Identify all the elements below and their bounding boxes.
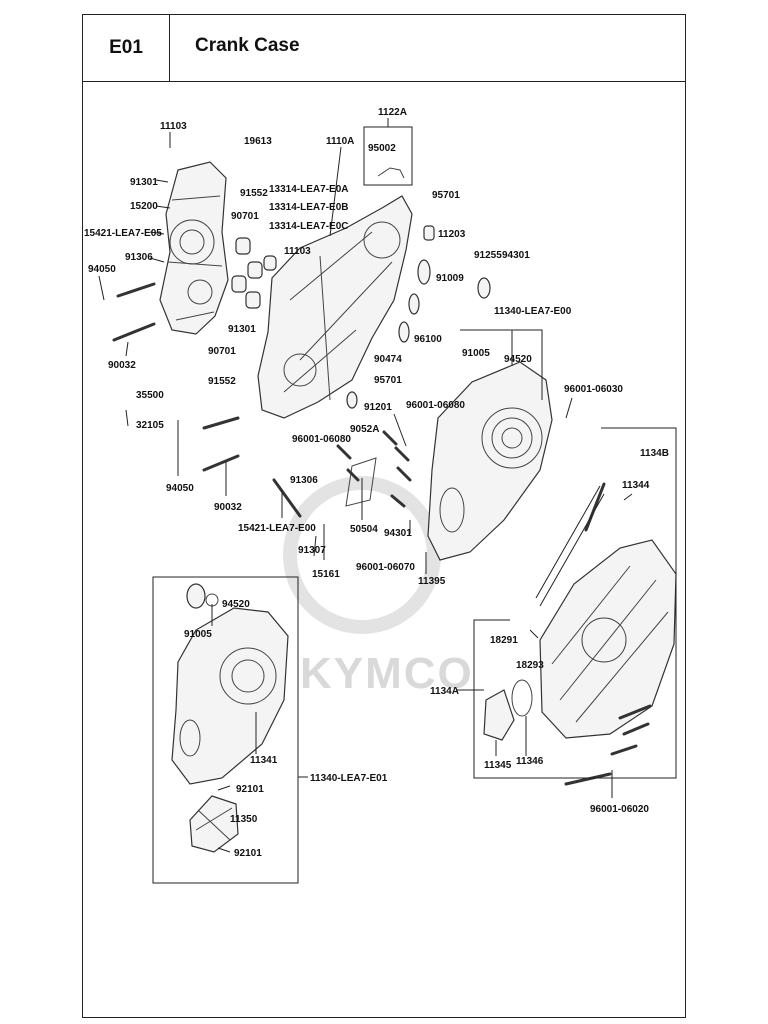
label-91552-b: 91552 bbox=[208, 376, 236, 387]
label-1122a: 1122A bbox=[378, 107, 407, 118]
cover-11341 bbox=[171, 583, 289, 785]
part-labels: 1122A 11103 19613 1110A 95002 91301 9155… bbox=[84, 107, 669, 859]
label-94050-b: 94050 bbox=[166, 483, 194, 494]
label-94520-b: 94520 bbox=[222, 599, 250, 610]
section-title: Crank Case bbox=[195, 35, 300, 56]
label-11103-b: 11103 bbox=[284, 246, 311, 257]
label-91005: 91005 bbox=[462, 348, 490, 359]
label-13314-lea7-e0a: 13314-LEA7-E0A bbox=[269, 184, 348, 195]
label-96001-06080: 96001-06080 bbox=[406, 400, 465, 411]
long-bolts-right bbox=[535, 482, 652, 786]
crankcase-cover-11395 bbox=[427, 361, 553, 561]
label-11345: 11345 bbox=[484, 760, 512, 771]
label-11350: 11350 bbox=[230, 814, 258, 825]
label-94301-b: 94301 bbox=[384, 528, 412, 539]
label-91306: 91306 bbox=[125, 252, 153, 263]
plate-11350 bbox=[189, 795, 239, 853]
label-11341: 11341 bbox=[250, 755, 278, 766]
bracket-1134 bbox=[473, 427, 677, 779]
label-94050: 94050 bbox=[88, 264, 116, 275]
label-91552: 91552 bbox=[240, 188, 268, 199]
label-11340-lea7-e00: 11340-LEA7-E00 bbox=[494, 306, 572, 317]
label-11340-lea7-e01: 11340-LEA7-E01 bbox=[310, 773, 388, 784]
label-32105: 32105 bbox=[136, 420, 164, 431]
label-91009: 91009 bbox=[436, 273, 464, 284]
transmission-cover-1134b bbox=[539, 539, 677, 739]
label-91201: 91201 bbox=[364, 402, 392, 413]
label-96001-06030: 96001-06030 bbox=[564, 384, 623, 395]
label-95701: 95701 bbox=[432, 190, 460, 201]
section-code: E01 bbox=[83, 15, 170, 81]
label-91301: 91301 bbox=[130, 177, 158, 188]
page-header: E01 Crank Case bbox=[82, 14, 686, 82]
label-35500: 35500 bbox=[136, 390, 164, 401]
label-92101-b: 92101 bbox=[234, 848, 262, 859]
label-15161: 15161 bbox=[312, 569, 340, 580]
label-90701-b: 90701 bbox=[208, 346, 236, 357]
label-94301: 94301 bbox=[502, 250, 530, 261]
label-96001-06070: 96001-06070 bbox=[356, 562, 415, 573]
label-96100: 96100 bbox=[414, 334, 442, 345]
label-91005-b: 91005 bbox=[184, 629, 212, 640]
bearing-stack bbox=[231, 237, 277, 309]
seals bbox=[346, 225, 491, 409]
label-90032-b: 90032 bbox=[214, 502, 242, 513]
left-crankcase-half bbox=[159, 161, 229, 335]
label-19613: 19613 bbox=[244, 136, 272, 147]
label-18293: 18293 bbox=[516, 660, 544, 671]
label-15421-lea7-e05: 15421-LEA7-E05 bbox=[84, 228, 162, 239]
label-11346: 11346 bbox=[516, 756, 544, 767]
diagram-frame bbox=[82, 82, 686, 1018]
kit-box-1122a bbox=[363, 126, 413, 186]
bracket-11340-e00 bbox=[460, 329, 543, 400]
label-11203: 11203 bbox=[438, 229, 466, 240]
intake-parts-1134a bbox=[483, 679, 533, 741]
small-bolts-centre bbox=[336, 430, 412, 508]
label-90032: 90032 bbox=[108, 360, 136, 371]
label-1134b: 1134B bbox=[640, 448, 669, 459]
label-92101: 92101 bbox=[236, 784, 264, 795]
label-91307: 91307 bbox=[298, 545, 326, 556]
label-90701: 90701 bbox=[231, 211, 259, 222]
label-18291: 18291 bbox=[490, 635, 518, 646]
leader-lines bbox=[98, 132, 633, 853]
label-90474: 90474 bbox=[374, 354, 402, 365]
label-50504: 50504 bbox=[350, 524, 378, 535]
label-11103: 11103 bbox=[160, 121, 187, 132]
label-9052a: 9052A bbox=[350, 424, 379, 435]
label-1134a: 1134A bbox=[430, 686, 459, 697]
label-91255: 91255 bbox=[474, 250, 502, 261]
label-13314-lea7-e0c: 13314-LEA7-E0C bbox=[269, 221, 348, 232]
label-96001-06080-b: 96001-06080 bbox=[292, 434, 351, 445]
label-15200: 15200 bbox=[130, 201, 158, 212]
label-1110a: 1110A bbox=[326, 136, 354, 147]
label-96001-06020: 96001-06020 bbox=[590, 804, 649, 815]
label-91301-b: 91301 bbox=[228, 324, 256, 335]
label-91306-b: 91306 bbox=[290, 475, 318, 486]
label-94520: 94520 bbox=[504, 354, 532, 365]
label-13314-lea7-e0b: 13314-LEA7-E0B bbox=[269, 202, 348, 213]
part-95002-shape bbox=[377, 167, 405, 179]
right-crankcase-half bbox=[257, 195, 413, 419]
label-15421-lea7-e00: 15421-LEA7-E00 bbox=[238, 523, 316, 534]
watermark-text: KYMCO bbox=[300, 649, 474, 698]
studs-left bbox=[112, 282, 302, 518]
label-11395: 11395 bbox=[418, 576, 446, 587]
label-95002: 95002 bbox=[368, 143, 396, 154]
inset-box-11340-e01 bbox=[152, 576, 299, 884]
label-11344: 11344 bbox=[622, 480, 650, 491]
label-95701-b: 95701 bbox=[374, 375, 402, 386]
